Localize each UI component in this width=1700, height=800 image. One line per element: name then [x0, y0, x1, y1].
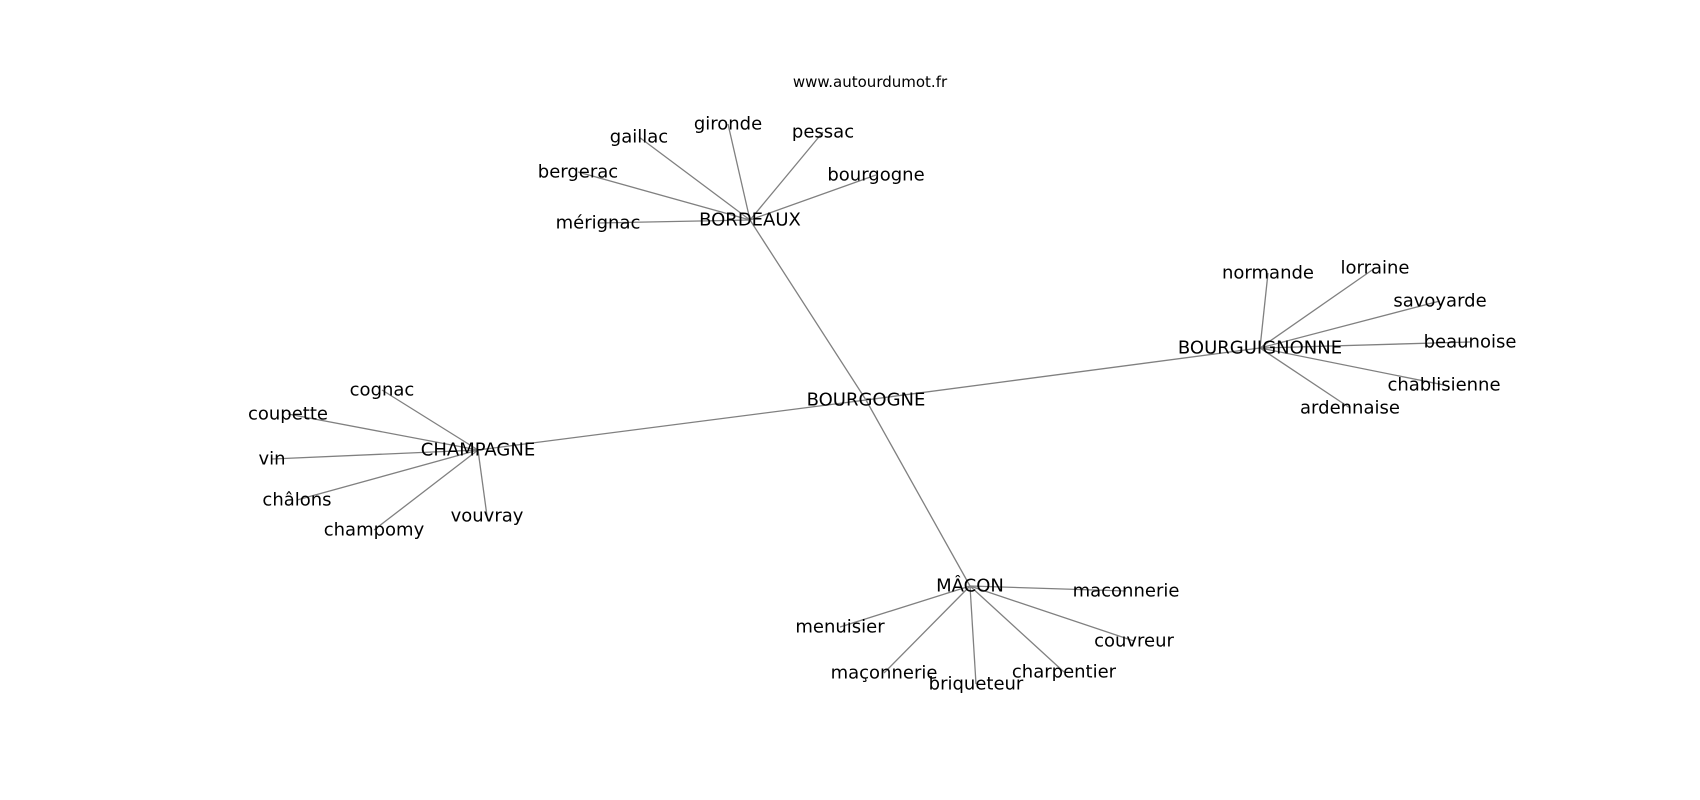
node-leaf-bergerac: bergerac — [538, 162, 618, 183]
edge-bourguignonne-beaunoise — [1259, 341, 1471, 349]
edge-bordeaux-gironde — [727, 123, 751, 221]
source-url: www.autourdumot.fr — [793, 73, 948, 91]
edge-champagne-vin — [271, 449, 479, 460]
node-leaf-lorraine: lorraine — [1340, 258, 1409, 279]
edge-champagne-cognac — [381, 389, 479, 451]
node-leaf-charpentier: charpentier — [1012, 662, 1117, 683]
edge-center-macon — [865, 399, 971, 587]
node-leaf-menuisier: menuisier — [795, 617, 885, 638]
node-leaf-chablisienne: chablisienne — [1387, 375, 1500, 396]
node-leaf-maconnerie: maconnerie — [1073, 581, 1180, 602]
node-leaf-couvreur: couvreur — [1094, 631, 1174, 652]
node-leaf-merignac: mérignac — [556, 213, 641, 234]
node-leaf-gironde: gironde — [694, 114, 762, 135]
node-hub-macon: MÂCON — [936, 575, 1004, 597]
node-center-bourgogne: BOURGOGNE — [807, 390, 926, 411]
node-leaf-savoyarde: savoyarde — [1393, 291, 1486, 312]
node-leaf-ardennaise: ardennaise — [1300, 398, 1400, 419]
node-leaf-vouvray: vouvray — [451, 506, 524, 527]
edge-champagne-vouvray — [477, 449, 488, 517]
edge-macon-maconnerie — [969, 585, 1127, 592]
edge-bordeaux-gaillac — [638, 136, 751, 221]
node-leaf-champomy: champomy — [324, 520, 425, 541]
edge-macon-maconnerie — [883, 585, 971, 674]
node-leaf-vin: vin — [258, 449, 285, 470]
edge-champagne-champomy — [373, 449, 479, 531]
node-hub-champagne: CHAMPAGNE — [421, 440, 535, 461]
edge-bourguignonne-ardennaise — [1259, 347, 1351, 409]
edge-macon-charpentier — [969, 585, 1065, 673]
node-leaf-briqueteur: briqueteur — [929, 674, 1024, 695]
edge-center-bourguignonne — [865, 347, 1261, 401]
edge-bourguignonne-lorraine — [1259, 267, 1376, 349]
edge-bordeaux-bergerac — [577, 171, 751, 221]
node-leaf-pessac: pessac — [792, 122, 854, 143]
edge-macon-briqueteur — [969, 585, 977, 685]
node-leaf-beaunoise: beaunoise — [1424, 332, 1517, 353]
edge-bourguignonne-normande — [1259, 272, 1269, 349]
edge-bordeaux-merignac — [597, 219, 751, 224]
node-leaf-bourgogne: bourgogne — [827, 165, 924, 186]
node-hub-bourguignonne: BOURGUIGNONNE — [1178, 338, 1342, 359]
edge-champagne-coupette — [287, 413, 479, 451]
node-leaf-maconnerie: maçonnerie — [831, 663, 938, 684]
edge-bourguignonne-savoyarde — [1259, 300, 1441, 349]
node-leaf-gaillac: gaillac — [610, 127, 668, 148]
edge-bordeaux-pessac — [749, 131, 824, 221]
edges-layer — [271, 123, 1471, 685]
node-leaf-cognac: cognac — [350, 380, 415, 401]
node-hub-bordeaux: BORDEAUX — [699, 210, 801, 231]
edge-champagne-chalons — [296, 449, 479, 501]
edge-macon-couvreur — [969, 585, 1135, 642]
edge-center-champagne — [477, 399, 867, 451]
edge-bourguignonne-chablisienne — [1259, 347, 1445, 386]
node-leaf-coupette: coupette — [248, 404, 328, 425]
node-leaf-chalons: châlons — [262, 490, 331, 511]
node-leaf-normande: normande — [1222, 263, 1314, 284]
edge-bordeaux-bourgogne — [749, 174, 877, 221]
labels-layer: BOURGOGNE BORDEAUX gironde gaillac pessac ber… — [248, 114, 1516, 695]
edge-center-bordeaux — [749, 219, 867, 401]
edge-macon-menuisier — [839, 585, 971, 628]
